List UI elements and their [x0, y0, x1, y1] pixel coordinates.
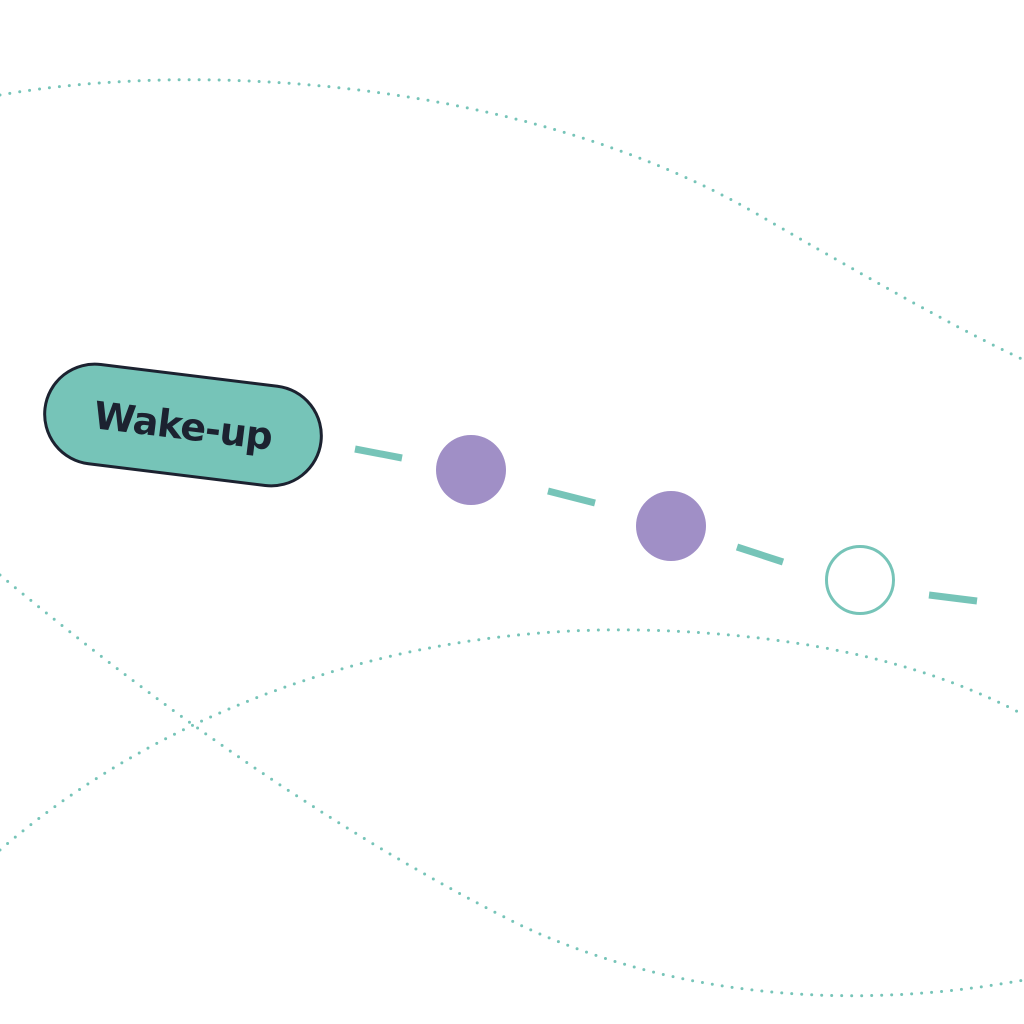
- step-dot-filled: [636, 491, 706, 561]
- step-dot-empty: [825, 545, 895, 615]
- step-indicators: [436, 435, 895, 615]
- connector-dash: [547, 487, 596, 507]
- connector-dash: [354, 445, 403, 462]
- dotted-curve-descending: [0, 573, 1024, 998]
- dotted-curve-top: [0, 78, 1024, 362]
- pill-shape: [43, 362, 323, 488]
- connector-dash: [735, 543, 785, 566]
- step-dot-filled: [436, 435, 506, 505]
- dotted-curve-ascending: [0, 628, 1024, 852]
- wake-up-pill: Wake-up: [43, 362, 323, 488]
- connector-dash: [928, 591, 978, 605]
